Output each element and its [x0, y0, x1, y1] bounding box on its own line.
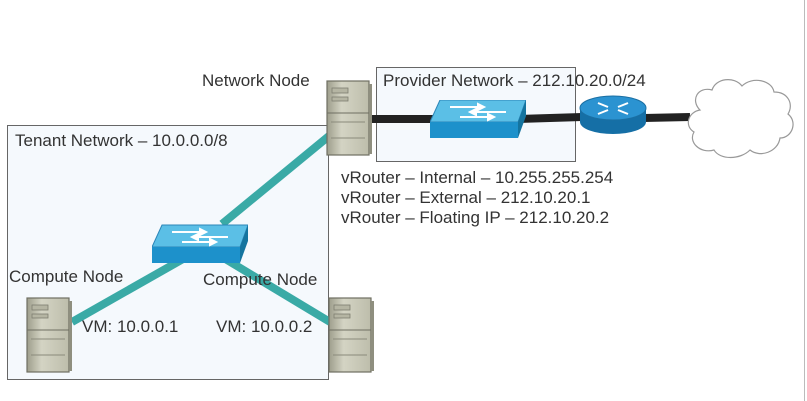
provider-network-label: Provider Network – 212.10.20.0/24 — [383, 71, 646, 90]
link-tenant-switch-compute-1 — [70, 251, 192, 326]
network-node-label: Network Node — [202, 71, 310, 90]
router-icon — [579, 95, 647, 134]
compute-node-2-label: Compute Node — [203, 270, 318, 289]
compute-node-1-server-icon — [26, 297, 72, 373]
link-provider-switch-router — [517, 113, 583, 123]
internet-cloud-icon — [687, 79, 794, 159]
vm-1-label: VM: 10.0.0.1 — [82, 317, 179, 336]
link-router-cloud — [643, 113, 691, 122]
vrouter-internal-label: vRouter – Internal – 10.255.255.254 — [341, 168, 614, 187]
network-node-server-icon — [326, 80, 372, 156]
link-network-node-tenant-switch — [219, 132, 332, 228]
tenant-switch-icon — [152, 224, 248, 264]
vrouter-external-label: vRouter – External – 212.10.20.1 — [341, 188, 591, 207]
compute-node-2-server-icon — [328, 297, 374, 373]
vm-2-label: VM: 10.0.0.2 — [216, 317, 313, 336]
compute-node-1-label: Compute Node — [9, 267, 124, 286]
provider-switch-icon — [430, 100, 526, 138]
tenant-network-label: Tenant Network – 10.0.0.0/8 — [15, 131, 228, 150]
vrouter-floating-ip-label: vRouter – Floating IP – 212.10.20.2 — [341, 208, 610, 227]
link-tenant-switch-compute-2 — [219, 253, 333, 326]
